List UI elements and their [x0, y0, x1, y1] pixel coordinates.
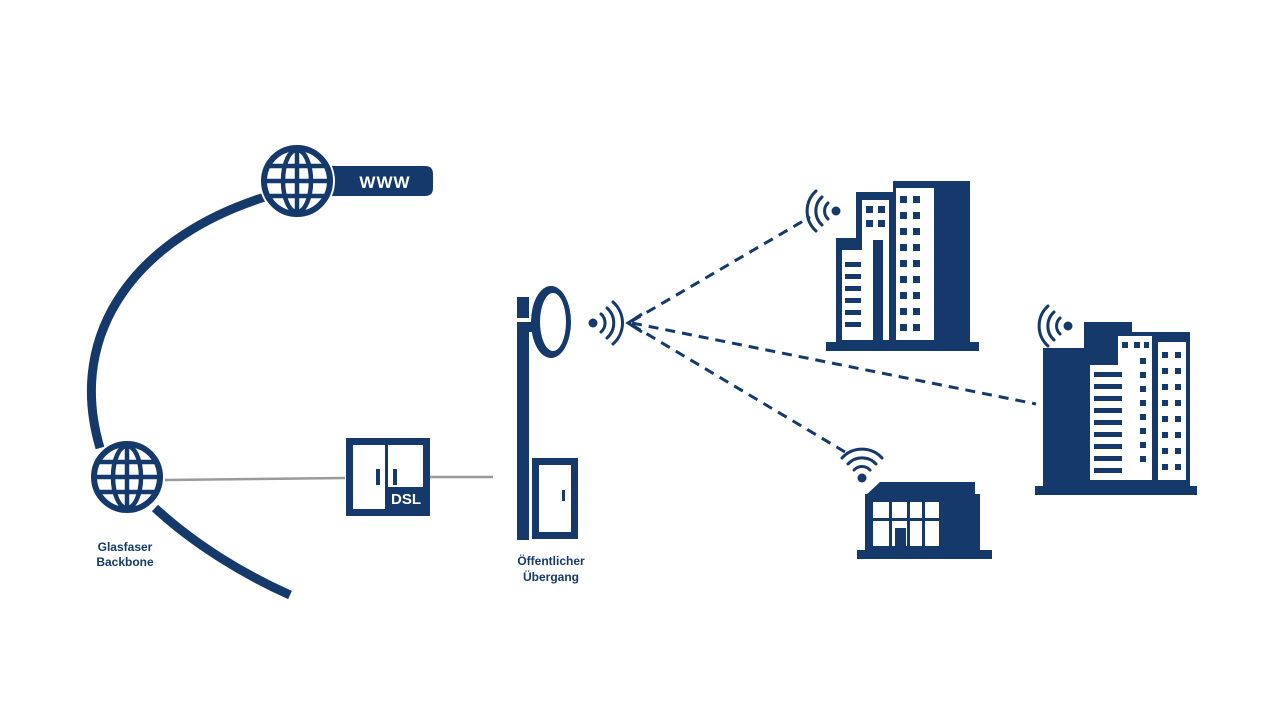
dsl-label: DSL	[391, 491, 421, 508]
highrise-wifi-icon	[805, 189, 841, 233]
antenna-mast-icon	[515, 286, 578, 540]
copper-cables	[164, 475, 493, 482]
www-tag-label: WWW	[359, 173, 410, 192]
fiber-backbone-arc	[86, 191, 292, 600]
www-globe-icon	[259, 143, 335, 219]
dsl-cabinet-icon	[346, 438, 430, 516]
backbone-globe-icon	[89, 439, 165, 515]
link-to-office	[631, 323, 846, 454]
link-to-highrise	[631, 215, 811, 323]
tower-wifi-icon	[1037, 304, 1073, 348]
low-office-building-icon	[840, 447, 992, 559]
gateway-label-line2: Übergang	[523, 569, 579, 584]
office-tower-icon	[1035, 304, 1197, 495]
radio-links	[631, 215, 1037, 454]
backbone-label-line2: Backbone	[96, 555, 154, 569]
gateway-wifi-icon	[588, 300, 624, 346]
link-to-tower	[631, 321, 1037, 406]
internet-node: WWW	[259, 143, 433, 219]
link-hub-arrow	[625, 312, 643, 334]
highrise-building-icon	[805, 181, 979, 351]
backbone-label-line1: Glasfaser	[98, 540, 153, 554]
dish-antenna-icon	[531, 286, 571, 358]
gateway-label-line1: Öffentlicher	[517, 553, 585, 568]
office-wifi-icon	[840, 447, 884, 483]
www-tag	[322, 166, 433, 196]
